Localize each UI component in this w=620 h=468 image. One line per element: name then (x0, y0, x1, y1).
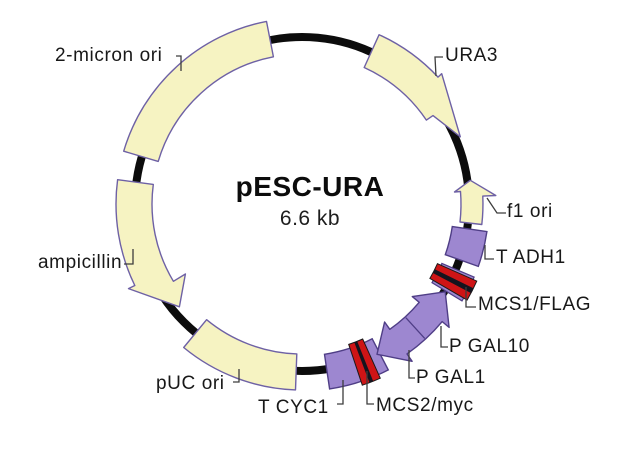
ampicillin-segment (115, 179, 187, 308)
label-ura3: URA3 (445, 45, 499, 66)
mcs1-flag-stripe (432, 269, 474, 294)
label-puc-ori: pUC ori (156, 373, 225, 394)
plasmid-size: 6.6 kb (279, 207, 341, 230)
mcs2-myc-leader-line (366, 371, 374, 405)
puc-ori-leader-line (233, 369, 240, 383)
two-micron-ori-leader-line (176, 55, 182, 71)
label-p-gal10: P GAL10 (449, 336, 530, 357)
label-ampicillin: ampicillin (38, 252, 123, 273)
label-mcs1-flag: MCS1/FLAG (478, 294, 592, 315)
p-gal10-leader-line (440, 326, 448, 348)
label-2-micron-ori: 2-micron ori (55, 45, 163, 66)
t-adh1-segment (444, 225, 488, 268)
t-cyc1-leader-line (337, 380, 344, 405)
ura3-leader-line (434, 56, 443, 77)
f1-ori-leader-line (486, 197, 506, 214)
two-micron-ori-segment (123, 20, 275, 163)
f1-ori-segment (453, 179, 497, 226)
label-p-gal1: P GAL1 (416, 367, 486, 388)
label-mcs2-myc: MCS2/myc (376, 395, 474, 416)
p-gal1-leader-line (408, 350, 415, 379)
label-t-cyc1: T CYC1 (258, 397, 329, 418)
mcs1-flag-leader-line (465, 287, 476, 308)
label-t-adh1: T ADH1 (496, 247, 566, 268)
ampicillin-leader-line (124, 249, 134, 265)
label-f1-ori: f1 ori (507, 201, 553, 222)
gal-promoters-arrow-divider (405, 317, 426, 339)
plasmid-name: pESC-URA (235, 171, 385, 202)
t-adh1-leader-line (484, 245, 494, 260)
puc-ori-segment (183, 319, 298, 391)
ura3-segment (363, 34, 461, 138)
mcs2-myc-stripe (354, 341, 374, 383)
